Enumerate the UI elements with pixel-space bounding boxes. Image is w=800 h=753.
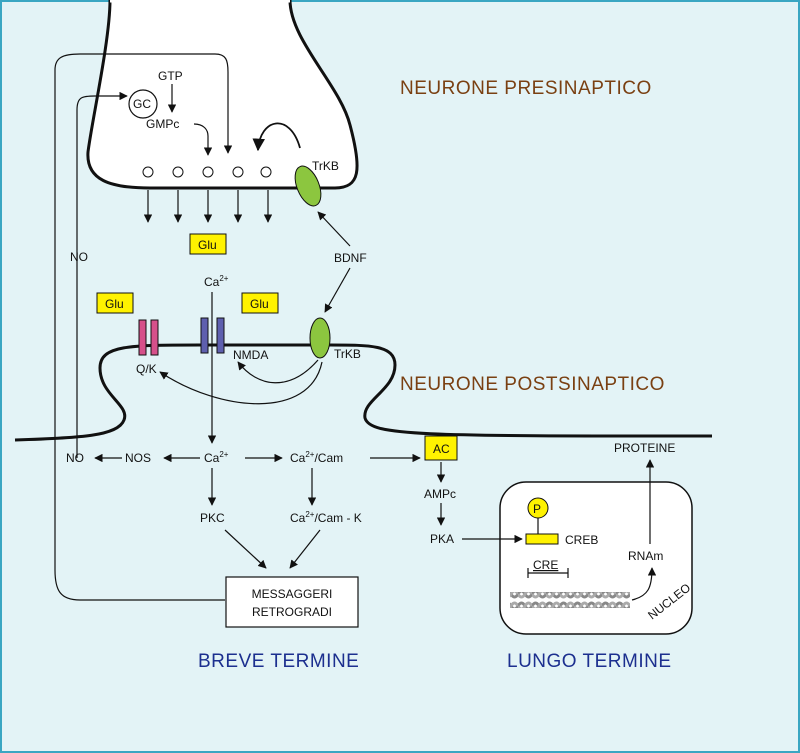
qk-receptor-left xyxy=(138,319,147,356)
pkc-to-messaggeri-arrow xyxy=(224,529,267,569)
gmpc-arrow xyxy=(193,123,213,156)
trkb-to-qk-arrow xyxy=(159,361,323,405)
glu-cleft-box xyxy=(189,233,227,255)
pkc-label: PKC xyxy=(200,511,225,525)
cacamk-to-messaggeri-arrow xyxy=(289,529,321,569)
nmda-label: NMDA xyxy=(233,348,268,362)
dna-to-rnam-arrow xyxy=(631,567,657,601)
vesicles xyxy=(142,166,272,178)
proteine-label: PROTEINE xyxy=(614,441,675,455)
bdnf-to-pre-trkb-arrow xyxy=(317,211,351,247)
creb-label: CREB xyxy=(565,533,598,547)
bdnf-to-post-trkb-arrow xyxy=(324,267,351,313)
ac-box xyxy=(424,435,458,461)
dna-strand xyxy=(510,592,630,608)
vesicle xyxy=(202,166,214,178)
ac-label: AC xyxy=(433,442,450,456)
bdnf-label: BDNF xyxy=(334,251,367,265)
presynaptic-title: NEURONE PRESINAPTICO xyxy=(400,78,652,99)
creb-box xyxy=(525,533,559,545)
rnam-label: RNAm xyxy=(628,549,663,563)
pka-label: PKA xyxy=(430,532,454,546)
no-top-label: NO xyxy=(70,250,88,264)
cacam-label: Ca2+/Cam xyxy=(290,450,343,465)
glu-cleft-label: Glu xyxy=(198,238,217,252)
nmda-receptor-right xyxy=(216,317,225,354)
no-retrograde-path xyxy=(76,91,128,458)
postsynaptic-membrane xyxy=(14,343,713,442)
glu-left-box xyxy=(96,292,134,314)
vesicle xyxy=(142,166,154,178)
ca-top-label: Ca2+ xyxy=(204,274,229,289)
trkb-presynaptic-receptor xyxy=(294,165,322,207)
qk-receptor-right xyxy=(150,319,159,356)
vesicle xyxy=(260,166,272,178)
qk-label: Q/K xyxy=(136,362,157,376)
postsynaptic-title: NEURONE POSTSINAPTICO xyxy=(400,374,665,395)
nos-label: NOS xyxy=(125,451,151,465)
short-term-title: BREVE TERMINE xyxy=(198,651,359,672)
gc-circle xyxy=(128,89,158,119)
no-bottom-label: NO xyxy=(66,451,84,465)
trkb-feedback-arrow xyxy=(252,122,301,152)
gmpc-label: GMPc xyxy=(146,117,179,131)
gtp-label: GTP xyxy=(158,69,183,83)
nmda-receptor-left xyxy=(200,317,209,354)
release-arrows xyxy=(143,190,273,223)
glu-left-label: Glu xyxy=(105,297,124,311)
cre-label: CRE xyxy=(533,558,558,572)
ca-mid-label: Ca2+ xyxy=(204,450,229,465)
presynaptic-terminal xyxy=(86,0,359,190)
glu-right-box xyxy=(241,292,279,314)
ampc-label: AMPc xyxy=(424,487,456,501)
long-term-title: LUNGO TERMINE xyxy=(507,651,672,672)
vesicle xyxy=(232,166,244,178)
messaggeri-line2: RETROGRADI xyxy=(252,605,332,619)
messaggeri-line1: MESSAGGERI xyxy=(252,587,333,601)
trkb-postsynaptic-receptor xyxy=(309,317,331,359)
glu-right-label: Glu xyxy=(250,297,269,311)
trkb-to-nmda-arrow xyxy=(237,359,319,384)
trkb-post-label: TrKB xyxy=(334,347,361,361)
cacamk-label: Ca2+/Cam - K xyxy=(290,510,362,525)
trkb-pre-label: TrKB xyxy=(312,159,339,173)
retrograde-messenger-path xyxy=(54,53,233,601)
retrograde-messengers-box xyxy=(225,576,359,628)
gc-label: GC xyxy=(133,97,151,111)
phosphate-label: P xyxy=(533,502,541,516)
vesicle xyxy=(172,166,184,178)
